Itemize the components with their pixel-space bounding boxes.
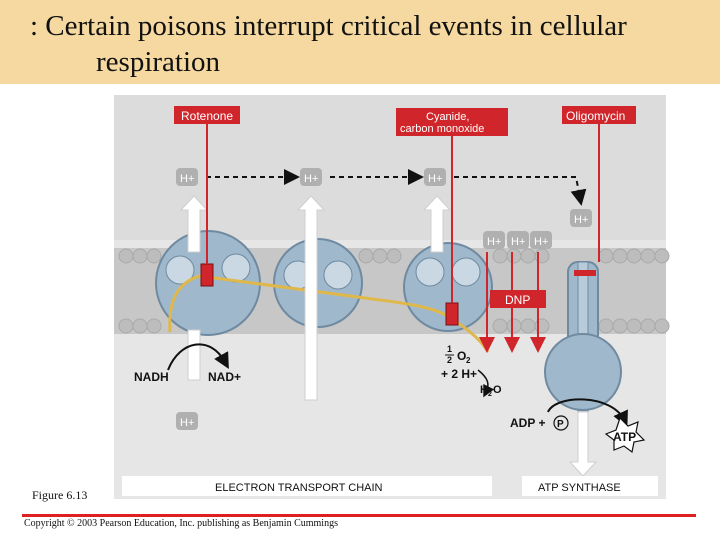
phosphate-label: P bbox=[557, 419, 564, 430]
footer-rule bbox=[22, 514, 696, 517]
copyright: Copyright © 2003 Pearson Education, Inc.… bbox=[24, 518, 338, 529]
oligomycin-box bbox=[562, 106, 636, 124]
atp-synthase-label: ATP SYNTHASE bbox=[538, 482, 621, 494]
cyanide-label-2: carbon monoxide bbox=[400, 123, 484, 135]
h-plus-8: H+ bbox=[180, 417, 194, 429]
o2-sub: 2 bbox=[466, 356, 471, 365]
atp-burst bbox=[604, 416, 646, 454]
etc-label: ELECTRON TRANSPORT CHAIN bbox=[215, 482, 383, 494]
water-arrow bbox=[477, 369, 495, 398]
h-plus-1: H+ bbox=[180, 173, 194, 185]
h2o-h: H bbox=[480, 384, 488, 396]
h-plus-6: H+ bbox=[511, 236, 525, 248]
cyanide-label-1: Cyanide, bbox=[426, 111, 469, 123]
dnp-label: DNP bbox=[505, 293, 530, 307]
proton-pump-arrows bbox=[179, 195, 598, 477]
nad-label: NAD+ bbox=[208, 370, 241, 384]
phosphate-circle bbox=[553, 415, 569, 431]
half-num: 1 bbox=[447, 344, 452, 354]
atp-arrow bbox=[547, 398, 628, 428]
title-line-1: : Certain poisons interrupt critical eve… bbox=[30, 10, 627, 42]
o2-label: O bbox=[457, 349, 466, 363]
h-plus-5: H+ bbox=[487, 236, 501, 248]
h-plus-2: H+ bbox=[304, 173, 318, 185]
rotenone-block bbox=[200, 263, 214, 287]
h-plus-4: H+ bbox=[574, 214, 588, 226]
adp-label: ADP + bbox=[510, 416, 545, 430]
two-h-label: + 2 H+ bbox=[441, 367, 477, 381]
slide-title: : Certain poisons interrupt critical eve… bbox=[30, 8, 710, 80]
title-band bbox=[0, 0, 720, 84]
dnp-box bbox=[490, 290, 546, 308]
proton-flow-3 bbox=[454, 176, 587, 206]
figure-label: Figure 6.13 bbox=[32, 488, 88, 502]
h-plus-7: H+ bbox=[534, 236, 548, 248]
h2o-o: O bbox=[493, 384, 502, 396]
half-den: 2 bbox=[447, 355, 452, 365]
title-line-2: respiration bbox=[96, 46, 221, 78]
cyanide-block bbox=[445, 302, 459, 326]
atp-synthase-complex bbox=[544, 261, 622, 413]
nadh-arrow bbox=[167, 343, 229, 371]
nadh-label: NADH bbox=[134, 370, 169, 384]
etc-label-box bbox=[122, 476, 492, 496]
rotenone-label: Rotenone bbox=[181, 109, 233, 123]
atp-synthase-label-box bbox=[522, 476, 658, 496]
electron-path bbox=[168, 274, 490, 353]
oligomycin-label: Oligomycin bbox=[566, 109, 625, 123]
proton-markers bbox=[176, 168, 592, 430]
complex-3 bbox=[273, 238, 363, 328]
rotenone-box bbox=[174, 106, 240, 124]
cyanide-box bbox=[396, 108, 508, 136]
atp-label: ATP bbox=[613, 430, 636, 444]
h2o-sub: 2 bbox=[488, 391, 492, 398]
h-plus-3: H+ bbox=[428, 173, 442, 185]
